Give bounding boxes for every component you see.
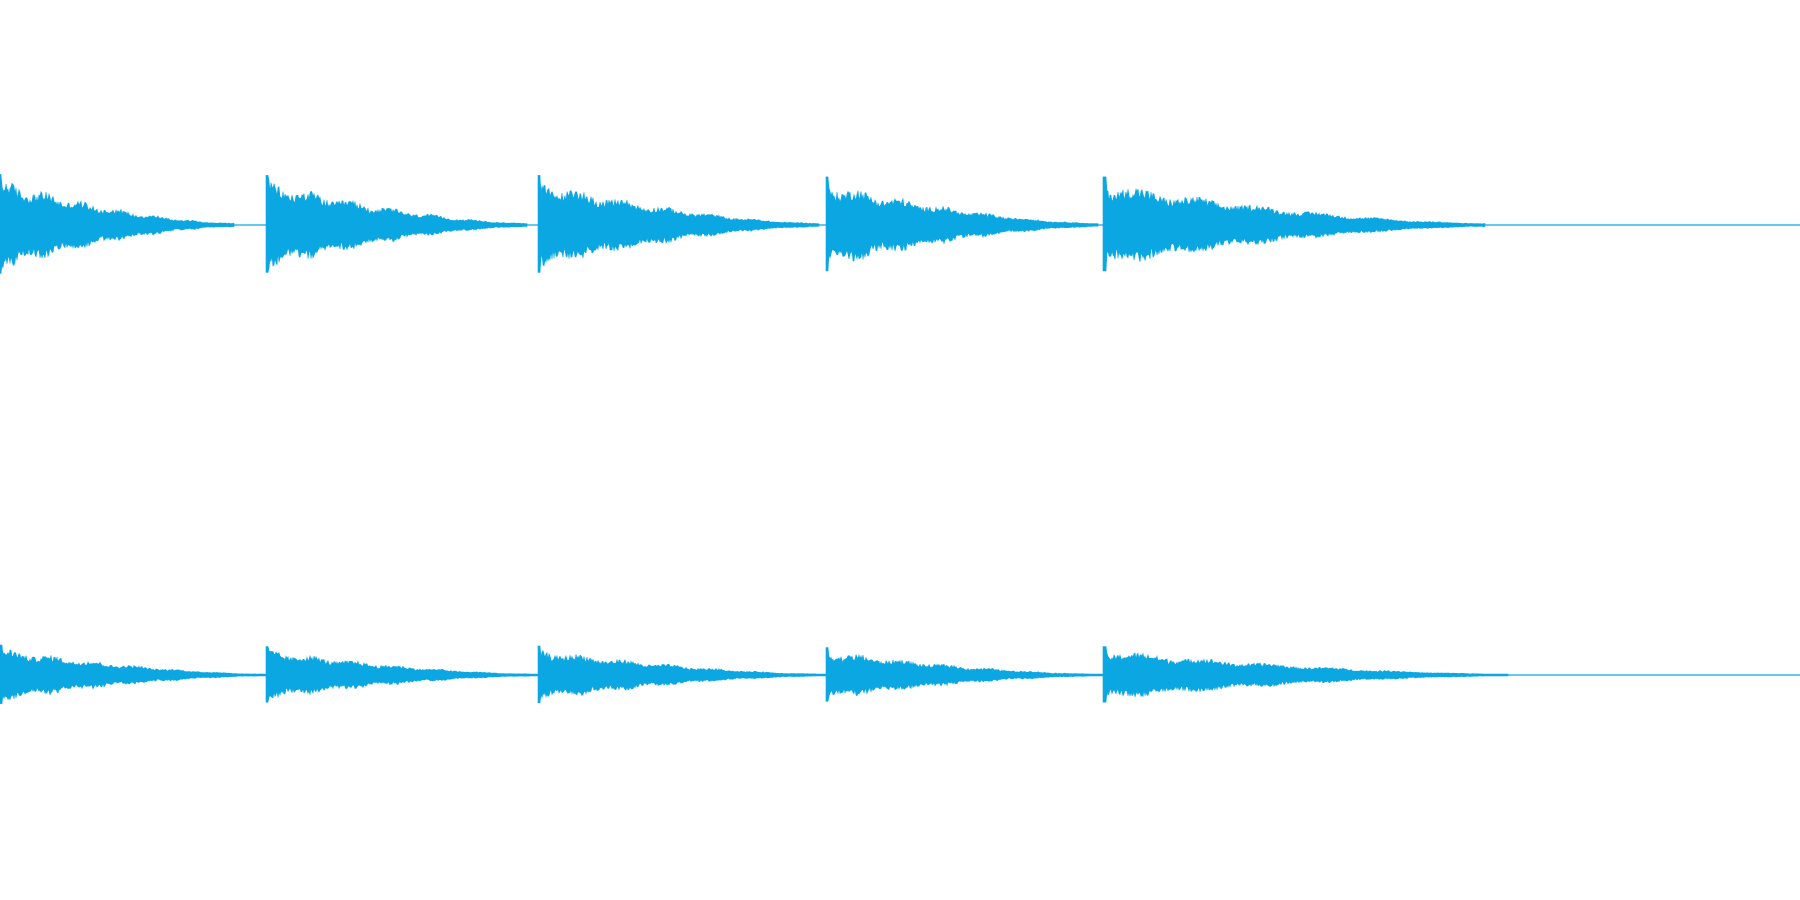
waveform-burst: [1102, 646, 1509, 703]
waveform-burst: [537, 175, 820, 273]
waveform-burst: [265, 646, 539, 703]
waveform-burst: [825, 176, 1099, 272]
waveform-burst: [825, 647, 1104, 702]
waveform-burst: [0, 644, 267, 704]
waveform-channel-right: [0, 644, 1800, 704]
waveform-burst: [537, 645, 827, 703]
waveform-burst: [0, 174, 235, 274]
waveform-channel-left: [0, 174, 1800, 274]
waveform-burst: [265, 175, 528, 273]
waveform-burst: [1102, 176, 1486, 272]
